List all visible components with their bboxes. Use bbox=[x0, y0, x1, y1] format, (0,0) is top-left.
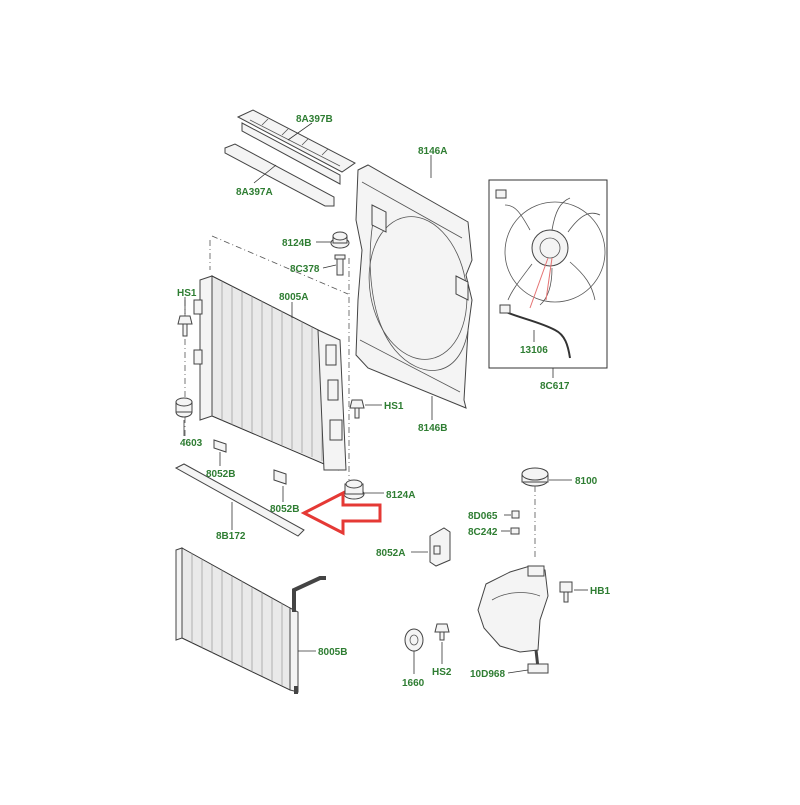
label-1660: 1660 bbox=[402, 678, 425, 689]
radiator-part bbox=[193, 275, 347, 471]
lower-strip-part bbox=[224, 143, 335, 207]
sensor-bracket-part bbox=[429, 527, 451, 567]
leader-8a397a bbox=[253, 164, 277, 184]
bushing-left-part bbox=[175, 397, 193, 418]
upper-bar-part bbox=[236, 109, 356, 185]
bolt-reservoir-part bbox=[559, 581, 573, 603]
reservoir-tank-part bbox=[477, 565, 549, 669]
label-hs2: HS2 bbox=[432, 667, 452, 678]
label-8c242: 8C242 bbox=[468, 527, 498, 538]
hose-clip-part bbox=[527, 663, 549, 674]
leader-8c378 bbox=[322, 264, 337, 269]
bracket-arrow-part bbox=[273, 469, 287, 485]
grommet-part bbox=[404, 628, 424, 652]
label-8c378: 8C378 bbox=[290, 264, 320, 275]
label-8005a: 8005A bbox=[279, 292, 308, 303]
fan-assembly-part bbox=[488, 179, 608, 369]
lower-mount-part bbox=[343, 479, 365, 500]
bolt-right-part bbox=[349, 399, 365, 419]
label-8052a: 8052A bbox=[376, 548, 405, 559]
highlight-arrow bbox=[300, 490, 382, 536]
bracket-left-part bbox=[213, 439, 227, 453]
assembly-line-top bbox=[211, 235, 349, 295]
label-8146a: 8146A bbox=[418, 146, 447, 157]
upper-mount-part bbox=[330, 231, 350, 249]
label-8005b: 8005B bbox=[318, 647, 347, 658]
screw-reservoir-part bbox=[434, 623, 450, 641]
label-8a397a: 8A397A bbox=[236, 187, 273, 198]
label-hb1: HB1 bbox=[590, 586, 610, 597]
bolt-left-part bbox=[177, 315, 193, 337]
label-8124b: 8124B bbox=[282, 238, 311, 249]
label-8124a: 8124A bbox=[386, 490, 415, 501]
label-13106: 13106 bbox=[520, 345, 548, 356]
label-8c617: 8C617 bbox=[540, 381, 570, 392]
label-8052b-left: 8052B bbox=[206, 469, 235, 480]
clip-b-part bbox=[510, 527, 520, 535]
label-8d065: 8D065 bbox=[468, 511, 498, 522]
seal-strip-part bbox=[174, 463, 305, 537]
clip-a-part bbox=[511, 510, 520, 519]
label-8b172: 8B172 bbox=[216, 531, 246, 542]
label-hs1-right: HS1 bbox=[384, 401, 404, 412]
upper-pin-part bbox=[334, 254, 346, 276]
label-8052b-arrow: 8052B bbox=[270, 504, 299, 515]
reservoir-cap-part bbox=[521, 467, 549, 487]
condenser-part bbox=[175, 547, 326, 694]
label-8100: 8100 bbox=[575, 476, 598, 487]
label-8146b: 8146B bbox=[418, 423, 447, 434]
label-4603: 4603 bbox=[180, 438, 203, 449]
label-hs1-left: HS1 bbox=[177, 288, 197, 299]
label-8a397b: 8A397B bbox=[296, 114, 333, 125]
fan-shroud-part bbox=[355, 164, 473, 409]
leader-10d968 bbox=[507, 669, 529, 674]
label-10d968: 10D968 bbox=[470, 669, 505, 680]
leader-8a397b bbox=[287, 122, 313, 141]
